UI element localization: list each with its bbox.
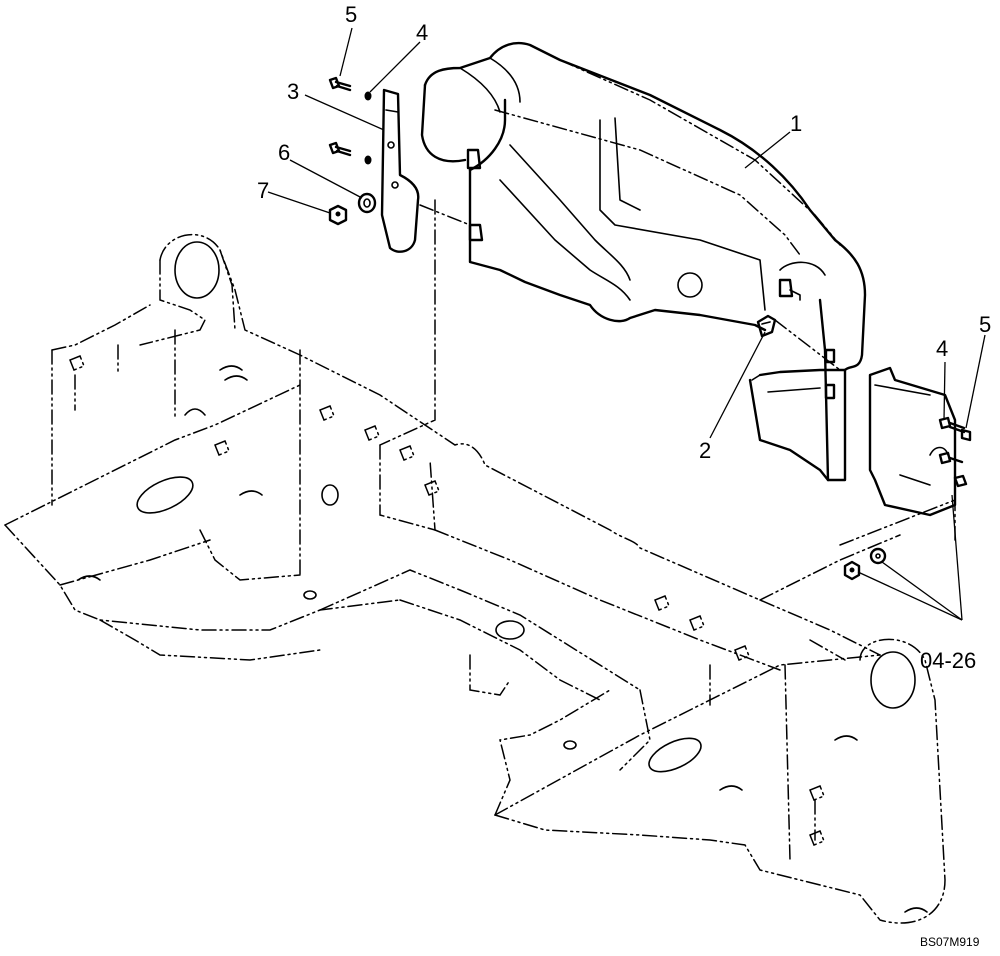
chassis-frame-phantom: [4, 199, 956, 924]
callout-4-right: 4: [936, 336, 948, 361]
callout-ref-04-26: 04-26: [920, 648, 976, 673]
assembly-line: [774, 319, 841, 371]
callout-3: 3: [287, 79, 299, 104]
bracket-right: [868, 366, 957, 517]
clip-part-2: [756, 314, 777, 338]
callout-2: 2: [699, 438, 711, 463]
callout-6: 6: [278, 140, 290, 165]
frame-holes: [77, 241, 928, 913]
figure-id: BS07M919: [920, 935, 980, 949]
callout-1: 1: [790, 111, 802, 136]
assembly-line: [419, 204, 471, 226]
callout-7: 7: [257, 178, 269, 203]
leader-lines: [267, 27, 986, 621]
bracket-part-3: [380, 88, 420, 253]
right-bolts: [843, 416, 972, 581]
callout-5-right: 5: [979, 312, 991, 337]
callout-4-left: 4: [416, 20, 428, 45]
frame-studs: [69, 344, 825, 846]
callout-5-left: 5: [345, 2, 357, 27]
callout-labels: 5 4 3 6 7 1 2 5 4 04-26 BS07M919: [257, 2, 991, 949]
left-bolts: [328, 76, 377, 226]
counterweight: [420, 41, 867, 482]
